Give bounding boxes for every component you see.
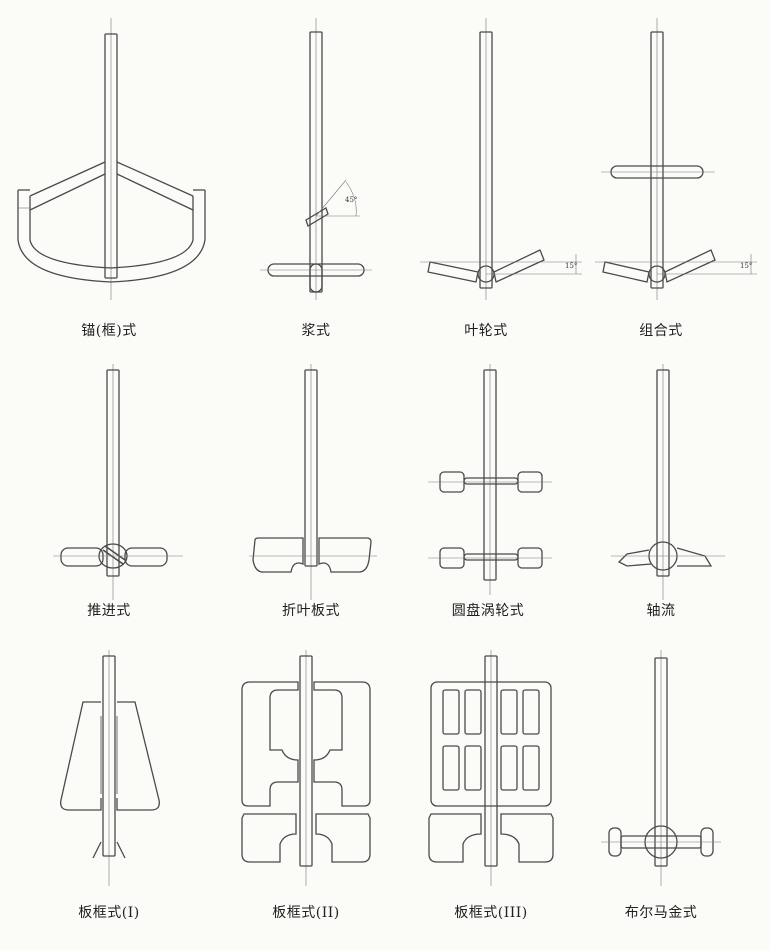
cell-paddle: 45° 浆式 [220,10,412,339]
impeller-types-diagram: 锚(框)式 45° 浆式 15° 叶轮式 [13,10,757,921]
impeller-angle: 15° [565,262,577,270]
label-impeller: 叶轮式 [464,323,508,339]
label-frame-2: 板框式(II) [272,905,340,921]
anchor-drawing [17,18,206,300]
cell-frame-3: 板框式(III) [395,650,587,950]
cell-frame-2: 板框式(II) [210,650,402,950]
axial-flow-drawing [611,364,725,600]
impeller-drawing: 15° [420,18,582,300]
cell-pitched-blade: 折叶板式 [215,360,407,660]
label-pitched-blade: 折叶板式 [282,603,340,619]
label-propeller: 推进式 [87,603,131,619]
cell-anchor: 锚(框)式 [13,10,206,339]
frame-3-drawing [428,650,554,886]
label-axial-flow: 轴流 [646,603,676,619]
label-paddle: 浆式 [301,323,331,339]
pitched-blade-drawing [249,364,377,600]
frame-1-drawing [60,650,160,886]
cell-combined: 15° 组合式 [565,10,757,339]
cell-impeller: 15° 叶轮式 [390,10,582,339]
label-anchor: 锚(框)式 [81,323,137,339]
cell-frame-1: 板框式(I) [13,650,205,950]
label-frame-3: 板框式(III) [454,905,528,921]
combined-drawing: 15° [595,18,757,300]
cell-propeller: 推进式 [13,360,205,660]
frame-2-drawing [241,650,371,886]
label-frame-1: 板框式(I) [78,905,140,921]
label-combined: 组合式 [639,323,683,339]
paddle-drawing: 45° [260,18,372,300]
label-brumagim: 布尔马金式 [624,905,698,921]
label-disc-turbine: 圆盘涡轮式 [451,603,525,619]
cell-axial-flow: 轴流 [565,360,757,660]
disc-turbine-drawing [428,364,552,595]
brumagim-drawing [601,650,721,886]
paddle-angle: 45° [345,196,357,204]
cell-disc-turbine: 圆盘涡轮式 [392,360,584,660]
combined-angle: 15° [740,262,752,270]
cell-brumagim: 布尔马金式 [565,650,757,950]
propeller-drawing [53,364,183,600]
